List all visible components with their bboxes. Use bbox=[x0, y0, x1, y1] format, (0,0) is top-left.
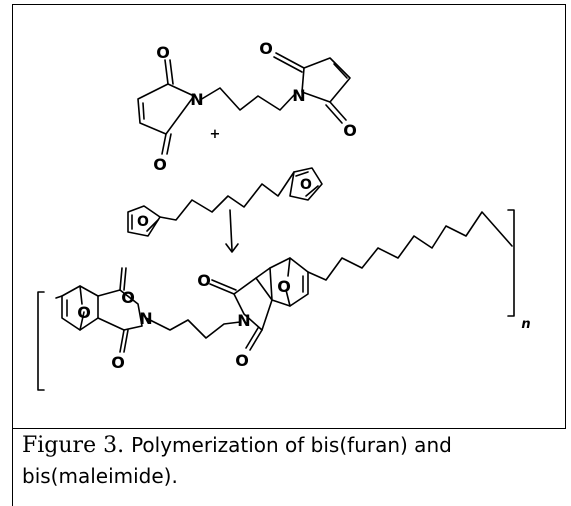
reaction-scheme: N N O O O O + O O O N O O O N O O n bbox=[37, 39, 531, 391]
frame-divider bbox=[12, 428, 566, 429]
repeat-unit-n: n bbox=[521, 317, 530, 332]
atom-o-9: O bbox=[197, 271, 211, 290]
atom-o-10: O bbox=[235, 351, 249, 370]
atom-o-bridge-2: O bbox=[277, 277, 291, 296]
frame-left-border bbox=[12, 4, 13, 506]
atom-o-4: O bbox=[343, 121, 357, 140]
bismaleimide-molecule bbox=[137, 52, 351, 155]
atom-o-3: O bbox=[259, 39, 273, 58]
frame-right-border bbox=[565, 4, 566, 429]
atom-o-8: O bbox=[111, 353, 125, 372]
atom-labels: N N O O O O + O O O N O O O N O O n bbox=[77, 39, 530, 372]
atom-o-7: O bbox=[121, 288, 135, 307]
atom-o-bridge-1: O bbox=[77, 303, 91, 322]
atom-o-1: O bbox=[156, 43, 170, 62]
reaction-arrow bbox=[225, 209, 239, 253]
atom-n-4: N bbox=[237, 311, 250, 330]
atom-o-6: O bbox=[300, 177, 312, 193]
frame-top-border bbox=[12, 4, 566, 5]
figure-label: Figure 3. bbox=[22, 433, 125, 458]
figure-caption: Figure 3. Polymerization of bis(furan) a… bbox=[22, 430, 562, 492]
figure-caption-text: Polymerization of bis(furan) and bis(mal… bbox=[22, 433, 452, 488]
atom-o-5: O bbox=[137, 214, 149, 230]
atom-n-1: N bbox=[190, 90, 203, 109]
atom-n-3: N bbox=[139, 309, 152, 328]
bisfuran-molecule bbox=[127, 167, 323, 237]
atom-n-2: N bbox=[292, 86, 305, 105]
polymer-product bbox=[37, 209, 515, 391]
plus-sign: + bbox=[210, 127, 221, 142]
atom-o-2: O bbox=[153, 155, 167, 174]
